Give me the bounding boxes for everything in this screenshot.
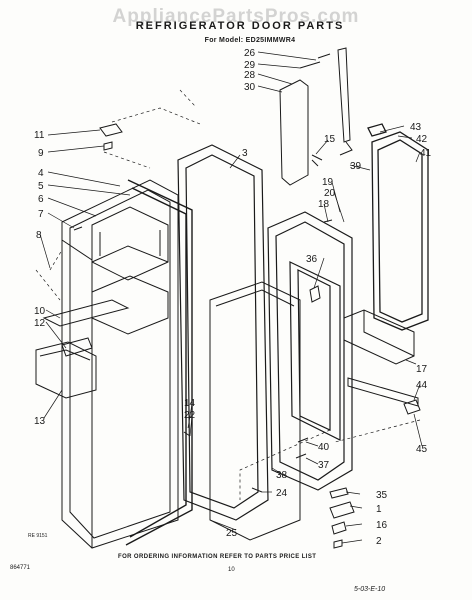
callout-41: 41 [420,148,432,159]
callout-30: 30 [244,82,256,93]
callout-28: 28 [244,70,256,81]
callout-16: 16 [376,520,388,531]
callout-40: 40 [318,442,330,453]
callout-36: 36 [306,254,318,265]
callout-9: 9 [38,148,44,159]
callout-43: 43 [410,122,422,133]
gasket-part-36 [309,285,321,303]
bottom-hinge-parts [329,487,355,549]
re-code: RE 9151 [28,533,48,539]
callout-20: 20 [324,188,336,199]
callout-17: 17 [416,364,428,375]
door-frame-3 [177,144,269,521]
hinge-assembly-top-right [279,47,353,186]
callout-1: 1 [376,504,382,515]
freezer-door-outer [61,179,179,549]
callout-42: 42 [416,134,428,145]
fresh-food-door [267,211,353,491]
trim-bar-44 [347,377,421,415]
dashed-reference-lines [35,89,421,500]
callout-14: 14 [184,398,196,409]
door-bin-17 [343,309,415,365]
callout-13: 13 [34,416,46,427]
right-door-gasket [367,123,429,331]
callout-15: 15 [324,134,336,145]
footer-left-code: 864771 [10,565,31,571]
center-panel [209,281,301,541]
freezer-shelf-parts [35,299,130,399]
watermark: AppliancePartsPros.com [112,6,360,27]
callout-24: 24 [276,488,288,499]
date-code: 5-03-E-10 [354,586,386,593]
callout-2: 2 [376,536,382,547]
screws-and-fasteners [73,159,333,493]
callout-labels: 11 9 4 5 6 7 8 10 12 13 3 26 29 28 30 15… [34,48,432,547]
callout-22: 22 [184,410,196,421]
callout-5: 5 [38,181,44,192]
callout-29: 29 [244,60,256,71]
callout-11: 11 [34,130,45,141]
hinge-parts-top-left [99,123,123,151]
callout-26: 26 [244,48,256,59]
callout-37: 37 [318,460,330,471]
ordering-note: FOR ORDERING INFORMATION REFER TO PARTS … [118,554,317,560]
callout-8: 8 [36,230,42,241]
callout-39: 39 [350,161,362,172]
callout-38: 38 [276,470,288,481]
callout-12: 12 [34,318,46,329]
callout-leader-lines [39,51,423,544]
callout-10: 10 [34,306,46,317]
diagram-title: REFRIGERATOR DOOR PARTS [135,20,345,32]
callout-35: 35 [376,490,388,501]
callout-45: 45 [416,444,428,455]
freezer-gasket [125,179,193,546]
callout-4: 4 [38,168,44,179]
callout-44: 44 [416,380,428,391]
page-number: 10 [228,567,235,573]
callout-3: 3 [242,148,248,159]
callout-19: 19 [322,177,334,188]
callout-18: 18 [318,199,330,210]
callout-7: 7 [38,209,44,220]
callout-25: 25 [226,528,238,539]
model-number: For Model: ED25IMMWR4 [204,37,296,44]
callout-6: 6 [38,194,44,205]
